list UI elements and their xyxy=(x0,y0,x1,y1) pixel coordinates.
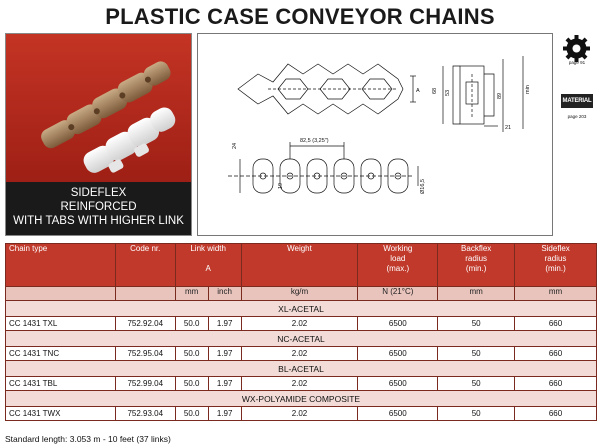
dim-68: 68 xyxy=(432,88,438,94)
group-label-xl: XL-ACETAL xyxy=(5,300,597,317)
dim-21: 21 xyxy=(505,125,511,131)
table-row: CC 1431 TWX 752.93.04 50.0 1.97 2.02 650… xyxy=(5,406,597,421)
header-sideflex: Sideflex radius (min.) xyxy=(514,243,597,287)
unit-backflex-mm: mm xyxy=(437,286,516,301)
cell-weight: 2.02 xyxy=(240,316,359,331)
cell-load: 6500 xyxy=(357,406,439,421)
dim-pitch: 82,5 (3,25") xyxy=(300,138,329,144)
sprocket-page-ref: page 91 xyxy=(568,60,586,65)
header-sideflex-line2: radius xyxy=(544,254,567,263)
technical-drawing: A 68 53 89 min 21 82,5 (3,25") 24 19 Ø16… xyxy=(197,33,553,236)
footnote: Standard length: 3.053 m - 10 feet (37 l… xyxy=(5,434,171,444)
header-chain-type: Chain type xyxy=(5,243,116,287)
cell-type: CC 1431 TXL xyxy=(5,316,116,331)
cell-backflex: 50 xyxy=(437,316,516,331)
cell-type: CC 1431 TWX xyxy=(5,406,116,421)
header-backflex-line1: Backflex xyxy=(461,244,492,253)
header-backflex-line2: radius xyxy=(465,254,488,263)
cell-code: 752.95.04 xyxy=(114,346,176,361)
dim-24: 24 xyxy=(232,143,238,149)
cell-load: 6500 xyxy=(357,346,439,361)
dim-a: A xyxy=(416,88,420,94)
header-working-load: Working load (max.) xyxy=(357,243,439,287)
cell-mm: 50.0 xyxy=(174,316,209,331)
caption-line-1: SIDEFLEX xyxy=(70,187,127,199)
header-link-width-label: Link width xyxy=(190,244,226,253)
unit-blank-2 xyxy=(114,286,176,301)
unit-sideflex-mm: mm xyxy=(514,286,597,301)
cell-load: 6500 xyxy=(357,316,439,331)
table-row: CC 1431 TBL 752.99.04 50.0 1.97 2.02 650… xyxy=(5,376,597,391)
header-working-load-line3: (max.) xyxy=(386,264,410,273)
unit-kgm: kg/m xyxy=(240,286,359,301)
group-label-bl: BL-ACETAL xyxy=(5,360,597,377)
cell-inch: 1.97 xyxy=(207,346,242,361)
cell-code: 752.99.04 xyxy=(114,376,176,391)
cell-backflex: 50 xyxy=(437,406,516,421)
cell-mm: 50.0 xyxy=(174,406,209,421)
dim-89: 89 xyxy=(497,93,503,99)
cell-weight: 2.02 xyxy=(240,406,359,421)
unit-blank-1 xyxy=(5,286,116,301)
cell-sideflex: 660 xyxy=(514,406,597,421)
product-photo: SIDEFLEX REINFORCED WITH TABS WITH HIGHE… xyxy=(5,33,192,236)
chain-photo-illustration xyxy=(6,34,191,182)
header-backflex: Backflex radius (min.) xyxy=(437,243,516,287)
unit-mm: mm xyxy=(174,286,209,301)
page-title: PLASTIC CASE CONVEYOR CHAINS xyxy=(105,4,495,29)
photo-caption: SIDEFLEX REINFORCED WITH TABS WITH HIGHE… xyxy=(6,182,191,235)
material-icon[interactable]: MATERIAL xyxy=(561,94,593,108)
spec-table: Chain type Code nr. Link width A Weight … xyxy=(5,243,597,421)
cell-backflex: 50 xyxy=(437,346,516,361)
cell-weight: 2.02 xyxy=(240,346,359,361)
cell-inch: 1.97 xyxy=(207,376,242,391)
caption-line-2: REINFORCED xyxy=(60,201,137,213)
cell-code: 752.93.04 xyxy=(114,406,176,421)
cell-type: CC 1431 TNC xyxy=(5,346,116,361)
header-weight: Weight xyxy=(240,243,359,287)
chain-drawing: A 68 53 89 min 21 82,5 (3,25") 24 19 Ø16… xyxy=(228,56,531,194)
header-sideflex-line3: (min.) xyxy=(545,264,566,273)
dim-min: min xyxy=(525,85,531,94)
header-link-width-a: A xyxy=(205,264,211,273)
cell-weight: 2.02 xyxy=(240,376,359,391)
cell-code: 752.92.04 xyxy=(114,316,176,331)
sprocket-icon[interactable] xyxy=(563,35,590,62)
cell-mm: 50.0 xyxy=(174,346,209,361)
unit-inch: inch xyxy=(207,286,242,301)
cell-type: CC 1431 TBL xyxy=(5,376,116,391)
table-row: CC 1431 TNC 752.95.04 50.0 1.97 2.02 650… xyxy=(5,346,597,361)
dim-53: 53 xyxy=(445,90,451,96)
material-page-ref: page 203 xyxy=(567,114,587,119)
header-backflex-line3: (min.) xyxy=(465,264,487,273)
cell-inch: 1.97 xyxy=(207,406,242,421)
header-link-width: Link width A xyxy=(174,243,242,287)
header-code: Code nr. xyxy=(114,243,176,287)
header-sideflex-line1: Sideflex xyxy=(541,244,570,253)
cell-sideflex: 660 xyxy=(514,316,597,331)
unit-load: N (21°C) xyxy=(357,286,439,301)
cell-mm: 50.0 xyxy=(174,376,209,391)
cell-backflex: 50 xyxy=(437,376,516,391)
cell-sideflex: 660 xyxy=(514,376,597,391)
cell-load: 6500 xyxy=(357,376,439,391)
cell-inch: 1.97 xyxy=(207,316,242,331)
group-label-wx: WX-POLYAMIDE COMPOSITE xyxy=(5,390,597,407)
cell-sideflex: 660 xyxy=(514,346,597,361)
dim-diameter: Ø16,5 xyxy=(420,179,426,194)
caption-line-3: WITH TABS WITH HIGHER LINK xyxy=(13,215,184,227)
table-row: CC 1431 TXL 752.92.04 50.0 1.97 2.02 650… xyxy=(5,316,597,331)
header-working-load-line2: load xyxy=(390,254,406,263)
group-label-nc: NC-ACETAL xyxy=(5,330,597,347)
header-working-load-line1: Working xyxy=(383,244,413,253)
dim-19: 19 xyxy=(278,183,284,189)
